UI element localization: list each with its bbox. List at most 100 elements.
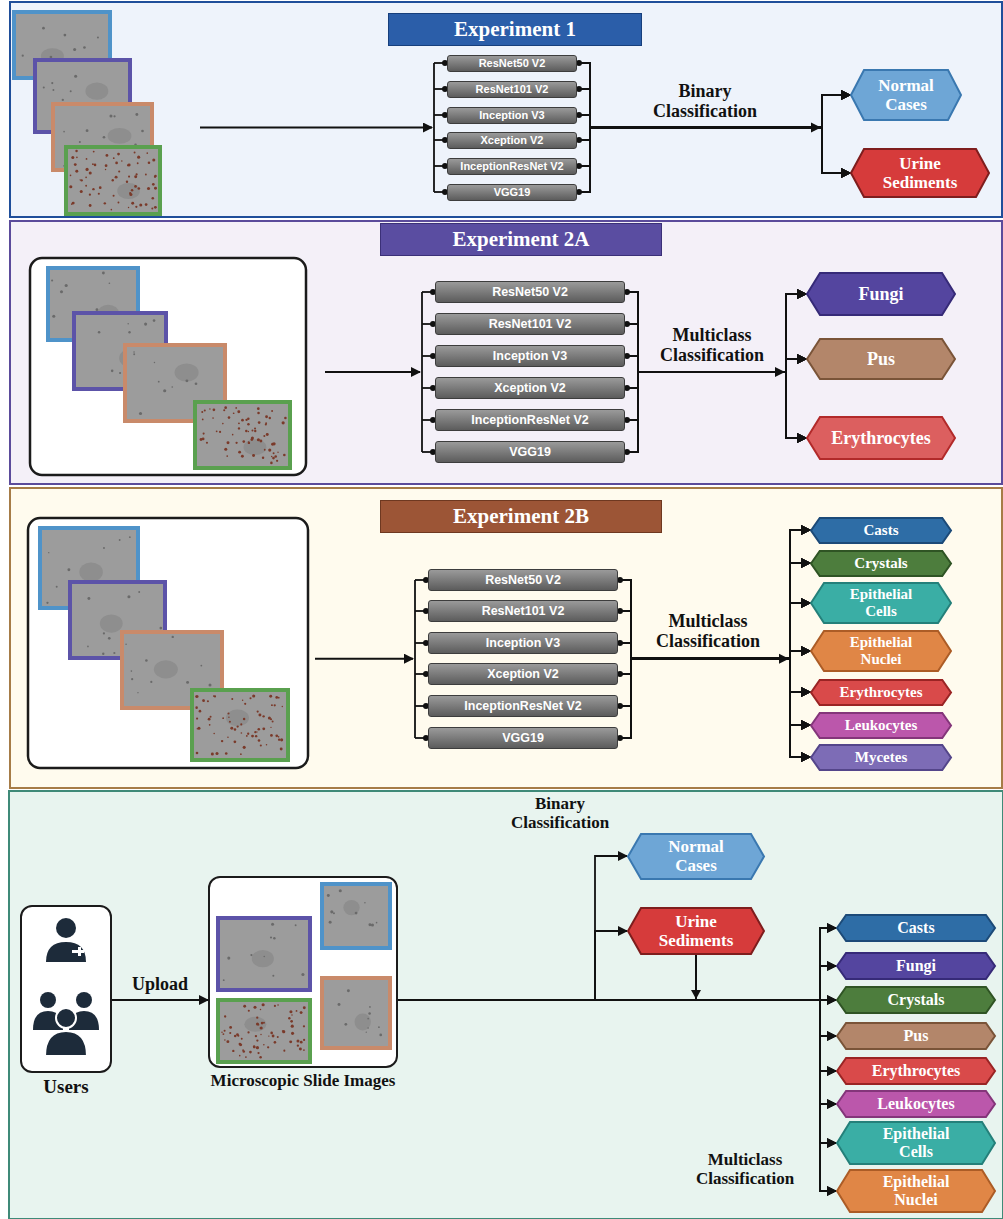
sediment-speck [223, 979, 225, 981]
sediment-speck [102, 653, 104, 655]
hexagon-shape [811, 631, 951, 671]
model-box: VGG19 [447, 184, 577, 201]
model-box: Xception V2 [447, 132, 577, 149]
class-hexagon: Erythrocytes [836, 1057, 996, 1085]
class-name: Epithelial Cells [871, 1125, 961, 1161]
sediment-speck [260, 1034, 261, 1035]
model-name: VGG19 [502, 732, 544, 745]
model-name: VGG19 [509, 446, 551, 459]
model-name: ResNet101 V2 [482, 605, 565, 618]
sediment-speck [207, 700, 209, 702]
sediment-speck [234, 740, 237, 743]
sediment-speck [291, 1025, 294, 1028]
sediment-speck [277, 1036, 279, 1038]
class-name: Epithelial Nuclei [836, 634, 926, 668]
sediment-speck [260, 744, 262, 746]
sediment-speck [266, 744, 267, 745]
sediment-speck [87, 646, 89, 648]
class-name: Fungi [823, 284, 939, 304]
sediment-speck [250, 438, 253, 441]
sediment-speck [233, 412, 235, 414]
sediment-speck [89, 172, 92, 175]
sediment-speck [112, 179, 114, 181]
sediment-speck [208, 683, 211, 686]
sediment-speck [210, 716, 212, 718]
class-hexagon: Urine Sediments [627, 907, 765, 955]
sediment-speck [151, 197, 154, 200]
sediment-speck [274, 455, 277, 458]
label-holder: Binary Classification [635, 81, 775, 121]
hexagon-shape [807, 417, 955, 459]
class-name: Erythrocytes [849, 1062, 983, 1080]
sediment-speck [376, 922, 378, 924]
frame-caption: Users [22, 1076, 110, 1098]
image-ground [66, 147, 160, 214]
sediment-speck [274, 1041, 277, 1044]
flow-arrow [696, 955, 836, 1071]
sediment-speck [247, 417, 250, 420]
sediment-speck [242, 700, 243, 701]
hexagon-shape [811, 551, 951, 576]
hexagon-shape [811, 680, 951, 705]
sediment-speck [96, 308, 99, 311]
class-name: Leukocytes [849, 1095, 983, 1113]
doctor-body [46, 942, 86, 962]
sediment-speck [222, 717, 224, 719]
image-box [28, 518, 308, 768]
sediment-speck [48, 552, 49, 553]
image-ground [218, 918, 310, 990]
sediment-speck [222, 1033, 224, 1035]
model-name: ResNet101 V2 [476, 84, 549, 95]
sediment-speck [263, 956, 265, 958]
model-box: Inception V3 [447, 107, 577, 124]
sediment-speck [262, 715, 264, 717]
sediment-speck [113, 115, 115, 117]
sediment-speck [268, 716, 271, 719]
sediment-speck [131, 202, 134, 205]
sediment-speck [104, 202, 106, 204]
sediment-speck [280, 748, 283, 751]
label-holder: Binary Classification [490, 794, 630, 832]
class-hexagon: Epithelial Nuclei [810, 630, 952, 672]
sediment-speck [223, 409, 225, 411]
class-name: Leukocytes [823, 717, 940, 734]
sediment-speck [378, 1026, 380, 1028]
sediment-speck [75, 170, 78, 173]
sediment-speck [300, 1011, 303, 1014]
sediment-speck [236, 725, 238, 727]
sediment-speck [262, 456, 264, 458]
sediment-speck [272, 457, 275, 460]
hexagon-shape [837, 953, 995, 979]
hexagon-shape [837, 1023, 995, 1049]
sediment-speck [228, 716, 229, 717]
sediment-speck [266, 433, 269, 436]
class-name: Urine Sediments [872, 154, 968, 192]
sediment-speck [43, 86, 45, 88]
flow-arrow [398, 931, 627, 1000]
sediment-speck [276, 460, 278, 462]
model-name: Inception V3 [486, 637, 560, 650]
sediment-speck [154, 206, 157, 209]
sediment-speck [73, 48, 76, 51]
hexagon-shape [811, 583, 951, 623]
sediment-speck [209, 724, 211, 726]
sediment-speck [237, 1035, 239, 1037]
sediment-speck [70, 90, 72, 92]
sediment-speck [113, 652, 115, 654]
sediment-speck [137, 692, 138, 693]
sediment-speck [80, 190, 83, 193]
sediment-speck [111, 370, 114, 373]
sediment-speck [248, 1010, 250, 1012]
image-blur [175, 363, 199, 381]
label-holder: Multiclass Classification [675, 1150, 815, 1188]
sediment-speck [212, 417, 214, 419]
sediment-speck [227, 957, 230, 960]
sediment-speck [291, 1032, 294, 1035]
sediment-speck [153, 319, 156, 322]
sediment-speck [92, 163, 94, 165]
sediment-speck [329, 921, 332, 924]
hexagon-shape [807, 339, 955, 379]
image-blur [226, 709, 249, 726]
sediment-speck [154, 175, 157, 178]
sediment-speck [240, 723, 242, 725]
